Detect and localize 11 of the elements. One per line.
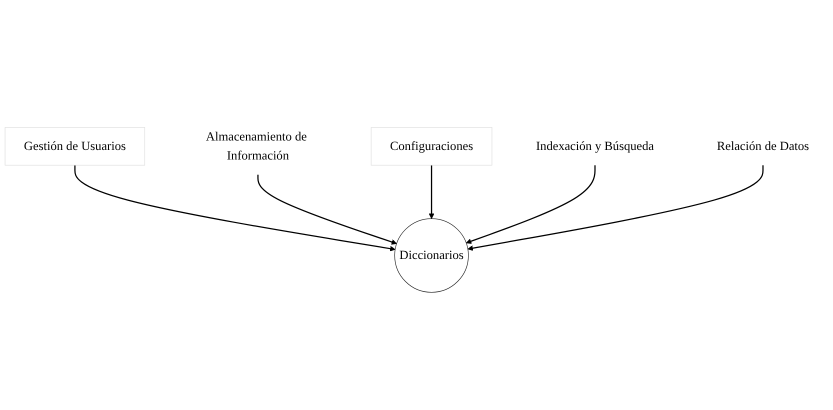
arrow — [468, 165, 764, 251]
node-text: Almacenamiento de Información — [206, 130, 307, 162]
node-circle: Diccionarios — [394, 218, 469, 292]
arrow — [257, 174, 397, 244]
node-text: Relación de Datos — [716, 139, 810, 154]
node-box: Gestión de Usuarios — [4, 126, 146, 166]
node-text: Indexación y Búsqueda — [536, 139, 654, 154]
arrow — [466, 165, 596, 244]
arrow — [74, 165, 396, 252]
node-box: Configuraciones — [370, 126, 492, 166]
arrow — [428, 165, 434, 219]
